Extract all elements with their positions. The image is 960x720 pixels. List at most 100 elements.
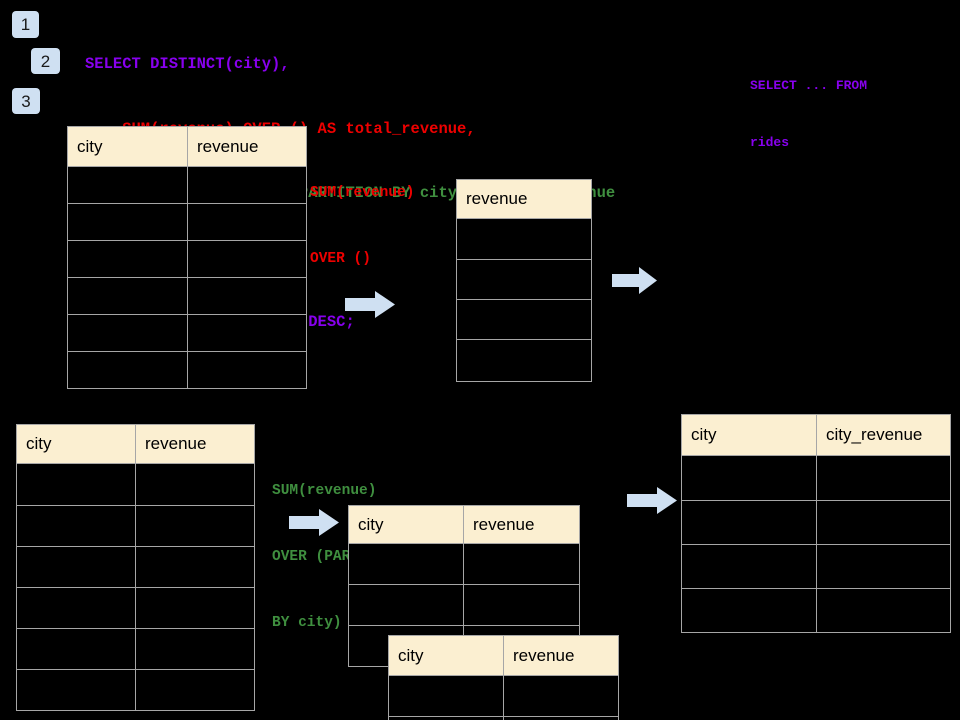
- cell: [16, 669, 136, 711]
- table-row: [16, 505, 255, 547]
- arrow-total-to-output: [612, 267, 657, 294]
- cell: [816, 500, 951, 545]
- cell: [67, 203, 188, 241]
- sql-line-1: SELECT DISTINCT(city),: [85, 55, 290, 73]
- cell: [681, 455, 817, 501]
- total-revenue-table: revenue: [456, 179, 592, 382]
- table-header-row: city revenue: [388, 635, 619, 676]
- cell: [816, 455, 951, 501]
- rides-source-table: city revenue: [67, 126, 307, 389]
- cell: [456, 299, 592, 340]
- column-header-city: city: [348, 505, 464, 544]
- cell: [67, 314, 188, 352]
- table-row: [67, 166, 307, 204]
- cell: [681, 500, 817, 545]
- table-row: [456, 259, 592, 300]
- city-revenue-result-table: city city_revenue: [681, 414, 951, 633]
- annotation-sum-over-empty: SUM(revenue) OVER (): [310, 138, 414, 314]
- column-header-city-revenue: city_revenue: [816, 414, 951, 456]
- table-row: [681, 500, 951, 545]
- annotation-sum-over-empty-line1: SUM(revenue): [310, 185, 415, 201]
- cell: [463, 543, 580, 585]
- step-badge-3-label: 3: [21, 91, 31, 111]
- cell: [16, 587, 136, 629]
- cell: [187, 351, 307, 389]
- cell: [503, 675, 619, 717]
- cell: [388, 675, 504, 717]
- cell: [681, 544, 817, 589]
- cell: [135, 546, 255, 588]
- cell: [135, 463, 255, 506]
- annotation-select-from-line1: SELECT ... FROM: [750, 78, 868, 93]
- column-header-revenue: revenue: [187, 126, 307, 167]
- cell: [16, 505, 136, 547]
- table-header-row: city revenue: [348, 505, 580, 544]
- column-header-city: city: [16, 424, 136, 464]
- cell: [67, 351, 188, 389]
- table-row: [456, 218, 592, 260]
- cell: [456, 218, 592, 260]
- column-header-revenue: revenue: [456, 179, 592, 219]
- step-badge-3: 3: [12, 88, 40, 114]
- cell: [681, 588, 817, 633]
- cell: [348, 543, 464, 585]
- table-row: [681, 544, 951, 589]
- table-header-row: city revenue: [67, 126, 307, 167]
- table-row: [16, 587, 255, 629]
- table-row: [67, 277, 307, 315]
- column-header-revenue: revenue: [503, 635, 619, 676]
- cell: [67, 166, 188, 204]
- table-row: [388, 675, 619, 717]
- cell: [348, 584, 464, 626]
- column-header-city: city: [681, 414, 817, 456]
- cell: [456, 259, 592, 300]
- cell: [135, 628, 255, 670]
- table-row: [16, 628, 255, 670]
- cell: [67, 277, 188, 315]
- cell: [135, 505, 255, 547]
- step-badge-2-label: 2: [40, 51, 51, 71]
- cell: [456, 339, 592, 382]
- cell: [187, 203, 307, 241]
- annotation-sum-over-partition-line3: BY city): [272, 615, 342, 631]
- table-row: [16, 463, 255, 506]
- column-header-revenue: revenue: [463, 505, 580, 544]
- cell: [187, 166, 307, 204]
- table-row: [348, 584, 580, 626]
- cell: [135, 669, 255, 711]
- column-header-city: city: [388, 635, 504, 676]
- cell: [67, 240, 188, 278]
- cell: [135, 587, 255, 629]
- step-badge-1: 1: [12, 11, 39, 38]
- cell: [503, 716, 619, 720]
- cell: [16, 463, 136, 506]
- arrow-partition-to-result: [627, 487, 677, 514]
- table-row: [388, 716, 619, 720]
- cell: [187, 314, 307, 352]
- table-row: [67, 240, 307, 278]
- column-header-city: city: [67, 126, 188, 167]
- arrow-source-to-total: [345, 291, 395, 318]
- table-header-row: city city_revenue: [681, 414, 951, 456]
- cell: [16, 628, 136, 670]
- cell: [388, 716, 504, 720]
- arrow-source-to-partition: [289, 509, 339, 536]
- step-badge-1-label: 1: [20, 15, 31, 34]
- table-row: [681, 455, 951, 501]
- table-row: [681, 588, 951, 633]
- table-row: [67, 314, 307, 352]
- cell: [816, 544, 951, 589]
- cell: [816, 588, 951, 633]
- annotation-sum-over-partition-line1: SUM(revenue): [272, 483, 377, 499]
- cell: [463, 584, 580, 626]
- table-row: [16, 546, 255, 588]
- partition-group-table-front: city revenue: [388, 635, 619, 720]
- column-header-revenue: revenue: [135, 424, 255, 464]
- annotation-select-from: SELECT ... FROM rides: [750, 38, 867, 190]
- annotation-select-from-line2: rides: [750, 135, 790, 150]
- cell: [187, 240, 307, 278]
- annotation-sum-over-empty-line2: OVER (): [310, 251, 371, 267]
- step-badge-2: 2: [31, 48, 60, 74]
- table-row: [67, 203, 307, 241]
